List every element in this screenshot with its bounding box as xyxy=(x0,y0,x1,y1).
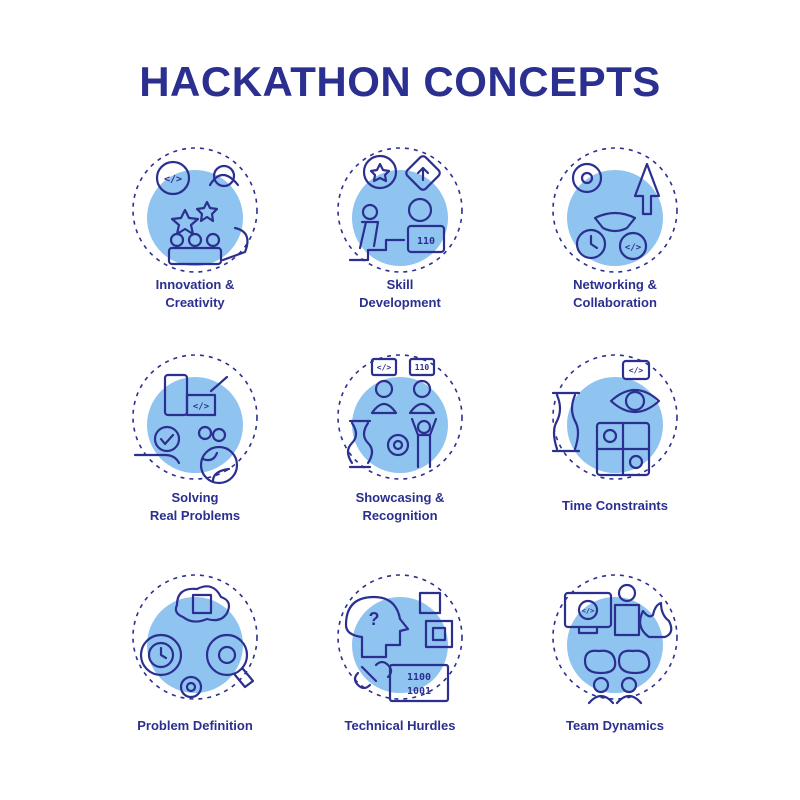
concept-networking-collaboration: </> Networking & Collaboration xyxy=(515,140,715,340)
concept-technical-hurdles: ? 1100 1001 Technical Hurdles xyxy=(300,574,500,775)
svg-text:1001: 1001 xyxy=(407,686,431,697)
concept-label: Skill Development xyxy=(359,277,441,310)
page-title: HACKATHON CONCEPTS xyxy=(139,58,661,105)
svg-text:</>: </> xyxy=(625,243,642,253)
showcasing-recognition-icon: </> 110 xyxy=(337,354,463,480)
concept-solving-real-problems: </> Solving Real Problems xyxy=(95,354,295,555)
concept-label: Showcasing & Recognition xyxy=(355,490,445,523)
svg-text:</>: </> xyxy=(629,366,644,375)
svg-text:</>: </> xyxy=(377,363,392,372)
svg-text:110: 110 xyxy=(415,363,430,372)
svg-text:</>: </> xyxy=(193,402,210,412)
concept-label: Problem Definition xyxy=(137,718,253,733)
concept-team-dynamics: </> Team Dynamics xyxy=(515,574,715,775)
svg-text:</>: </> xyxy=(164,174,182,185)
svg-text:</>: </> xyxy=(582,607,595,615)
concept-label: Solving Real Problems xyxy=(149,490,241,523)
concept-skill-development: 110 Skill Development xyxy=(300,140,500,340)
team-dynamics-icon: </> xyxy=(552,574,678,705)
concept-innovation-creativity: </> Innovation & Creativity xyxy=(95,140,295,340)
technical-hurdles-icon: ? 1100 1001 xyxy=(337,574,463,703)
solving-real-problems-icon: </> xyxy=(132,354,258,485)
svg-text:1100: 1100 xyxy=(407,672,431,683)
concept-showcasing-recognition: </> 110 Showcasing & Recognition xyxy=(300,354,500,555)
concept-label: Technical Hurdles xyxy=(344,718,456,733)
concept-label: Time Constraints xyxy=(562,498,668,513)
concept-time-constraints: </> Time Constraints xyxy=(515,354,715,555)
problem-definition-icon xyxy=(132,574,258,700)
svg-text:?: ? xyxy=(369,609,380,629)
concept-label: Innovation & Creativity xyxy=(155,277,235,310)
innovation-creativity-icon: </> xyxy=(132,147,258,273)
networking-collaboration-icon: </> xyxy=(552,147,678,273)
concept-label: Team Dynamics xyxy=(565,718,665,733)
skill-development-icon: 110 xyxy=(337,147,463,273)
svg-text:110: 110 xyxy=(417,236,435,247)
concept-label: Networking & Collaboration xyxy=(573,277,657,310)
time-constraints-icon: </> xyxy=(551,354,678,480)
concept-problem-definition: Problem Definition xyxy=(95,574,295,775)
